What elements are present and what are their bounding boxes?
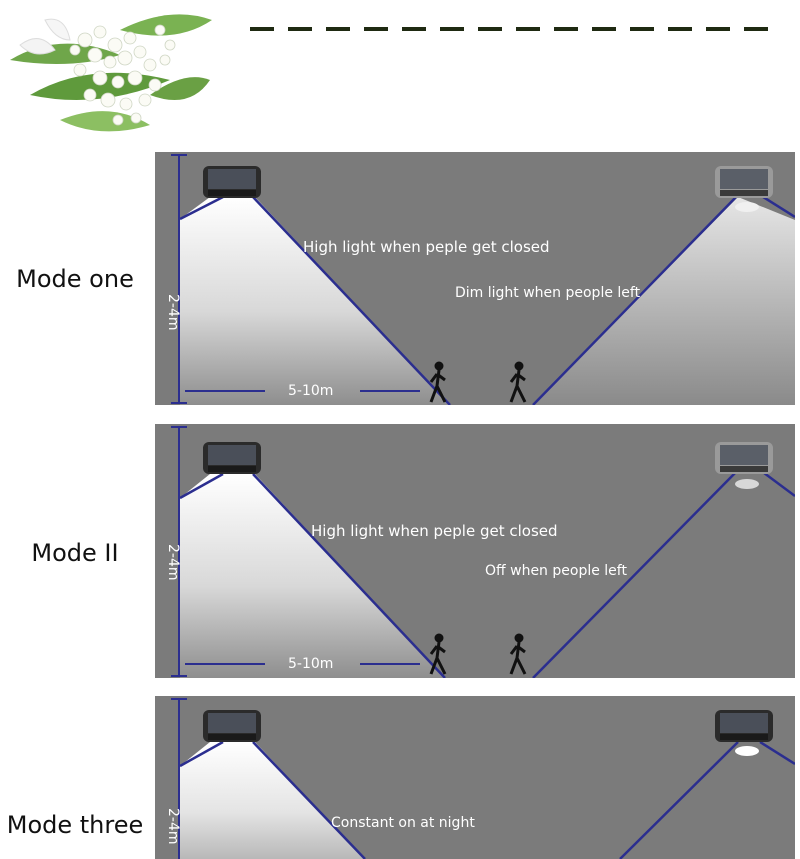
far-caption: Dim light when people left (455, 285, 641, 301)
dashed-divider (250, 27, 770, 31)
walking-person-icon (509, 633, 527, 675)
near-caption: High light when peple get closed (303, 238, 550, 256)
dim-beam-edge (532, 194, 739, 405)
height-label: 2-4m (165, 294, 181, 331)
height-dimension-line (171, 698, 187, 859)
height-dimension-line (171, 426, 187, 677)
solar-lamp-icon (203, 710, 261, 742)
walking-person-icon (429, 361, 447, 403)
constant-beam-edge (179, 740, 224, 768)
solar-lamp-icon (715, 166, 773, 212)
bright-beam-edge (179, 195, 224, 221)
height-dimension-line (171, 154, 187, 404)
bright-beam-edge (252, 473, 446, 678)
dim-beam (533, 197, 795, 405)
dim-beam-edge (759, 193, 795, 219)
solar-lamp-icon (715, 442, 773, 489)
mode-one-label: Mode one (16, 265, 134, 293)
solar-lamp-icon (715, 710, 773, 756)
mode-three-label: Mode three (6, 811, 144, 839)
bright-beam-edge (179, 472, 224, 500)
bright-beam (180, 197, 450, 405)
solar-lamp-icon (203, 442, 261, 474)
constant-beam-edge (759, 740, 795, 766)
bright-beam (180, 474, 445, 678)
leaves (10, 14, 212, 132)
distance-label: 5-10m (288, 383, 333, 399)
walking-person-icon (509, 361, 527, 403)
height-label: 2-4m (165, 544, 181, 581)
lily-of-the-valley-bouquet-image (10, 14, 212, 132)
far-caption: Off when people left (485, 563, 627, 579)
off-beam-edge (532, 469, 739, 678)
distance-label: 5-10m (288, 656, 333, 672)
walking-person-icon (429, 633, 447, 675)
mode-two-label: Mode II (31, 539, 119, 567)
solar-lamp-icon (203, 166, 261, 198)
blossoms (69, 24, 176, 126)
constant-beam-edge (252, 741, 366, 859)
mode-three-diagram: 2-4m Constant on at night (155, 696, 795, 859)
off-beam-edge (759, 468, 795, 498)
near-caption: High light when peple get closed (311, 522, 558, 540)
bright-beam-edge (252, 196, 451, 405)
constant-caption: Constant on at night (331, 815, 475, 831)
ribbon (19, 18, 71, 55)
mode-one-diagram: 2-4m 5-10m High light when peple get clo… (155, 152, 795, 405)
constant-beam (180, 742, 365, 859)
constant-beam-edge (619, 741, 739, 859)
mode-two-diagram: 2-4m 5-10m High light when peple get clo… (155, 424, 795, 678)
height-label: 2-4m (165, 808, 181, 845)
